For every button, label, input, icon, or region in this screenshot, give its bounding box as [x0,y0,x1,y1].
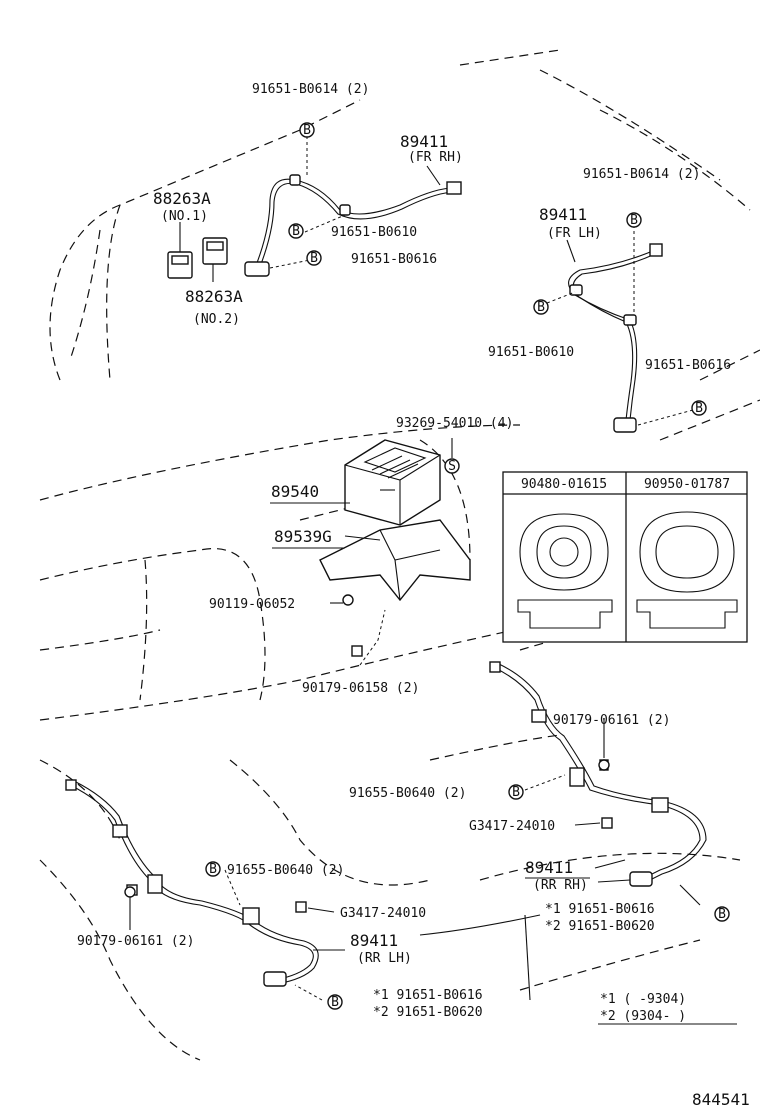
note-star2: *2 (9304- ) [600,1009,686,1024]
b-markers: B B B B B B B B B B S [124,122,730,1010]
fr-rh-sensor [244,174,462,277]
marker-b-label: B [630,213,638,228]
marker-b-label: B [331,995,339,1010]
label-91651-b0614-fr-lh: 91651-B0614 (2) [583,167,700,182]
label-91651-b0610-fr-rh: 91651-B0610 [331,225,417,240]
label-rr-lh: (RR LH) [357,951,412,966]
marker-b-3: B [306,250,322,266]
note-star1: *1 ( -9304) [600,992,686,1007]
label-90179-06158: 90179-06158 (2) [302,681,419,696]
marker-b-7: B [508,784,524,800]
marker-b-label: B [695,401,703,416]
grommet-small-1 [124,886,136,898]
grommet-90480 [517,513,613,629]
marker-s-label: S [448,459,456,474]
abs-ecu [344,439,441,526]
label-rr-lh-b0616: *1 91651-B0616 [373,988,483,1003]
rr-lh-sensor [65,779,319,987]
label-90179-06161-rr-lh: 90179-06161 (2) [77,934,194,949]
table-col-2: 90950-01787 [644,477,730,492]
table-col-1: 90480-01615 [521,477,607,492]
marker-b-5: B [533,299,549,315]
label-89540: 89540 [271,482,319,501]
label-rr-rh-b0620: *2 91651-B0620 [545,919,655,934]
marker-b-6: B [691,400,707,416]
marker-b-9: B [205,861,221,877]
label-91655-b0640-rr-lh: 91655-B0640 (2) [227,863,344,878]
marker-b-label: B [209,862,217,877]
label-91651-b0614-fr-rh: 91651-B0614 (2) [252,82,369,97]
marker-b-10: B [327,994,343,1010]
marker-b-8: B [714,906,730,922]
grommet-table: 90480-01615 90950-01787 [502,471,748,643]
marker-b-label: B [512,785,520,800]
marker-b-label: B [303,123,311,138]
marker-b-2: B [288,223,304,239]
ecu-bracket [319,519,471,657]
label-rr-rh: (RR RH) [533,878,588,893]
label-90119-06052: 90119-06052 [209,597,295,612]
label-fr-rh: (FR RH) [408,150,463,165]
marker-b-4: B [626,212,642,228]
label-88263a-no1: 88263A [153,189,211,208]
marker-b-label: B [718,907,726,922]
label-89411-rr-lh: 89411 [350,931,398,950]
figure-number: 844541 [692,1090,750,1109]
label-89411-rr-rh: 89411 [525,858,573,877]
fr-lh-sensor [568,243,663,433]
label-rr-lh-b0620: *2 91651-B0620 [373,1005,483,1020]
part-labels: 91651-B0614 (2) 89411 (FR RH) 88263A (NO… [77,82,750,1109]
label-g3417-24010-rr-rh: G3417-24010 [469,819,555,834]
label-89539g: 89539G [274,527,332,546]
marker-s-1: S [444,458,460,474]
label-93269-54010: 93269-54010 (4) [396,416,513,431]
label-91651-b0610-fr-lh: 91651-B0610 [488,345,574,360]
label-underlines [270,502,590,879]
marker-b-1: B [299,122,315,138]
label-88263a-no2: 88263A [185,287,243,306]
label-89411-fr-rh: 89411 [400,132,448,151]
marker-b-label: B [292,224,300,239]
marker-b-label: B [537,300,545,315]
leader-lines [129,130,701,1001]
label-91651-b0616-fr-lh: 91651-B0616 [645,358,731,373]
marker-b-label: B [310,251,318,266]
grommet-90950 [636,511,738,629]
label-90179-06161-rr-rh: 90179-06161 (2) [553,713,670,728]
relay-no1 [167,251,193,279]
label-89411-fr-lh: 89411 [539,205,587,224]
label-g3417-24010-rr-lh: G3417-24010 [340,906,426,921]
label-no1: (NO.1) [161,209,208,224]
label-rr-rh-b0616: *1 91651-B0616 [545,902,655,917]
relay-no2 [202,237,228,265]
rr-rh-sensor [489,661,707,887]
grommet-small-2 [598,759,610,771]
label-fr-lh: (FR LH) [547,226,602,241]
label-91655-b0640-rr-rh: 91655-B0640 (2) [349,786,466,801]
label-no2: (NO.2) [193,312,240,327]
label-91651-b0616-fr-rh: 91651-B0616 [351,252,437,267]
